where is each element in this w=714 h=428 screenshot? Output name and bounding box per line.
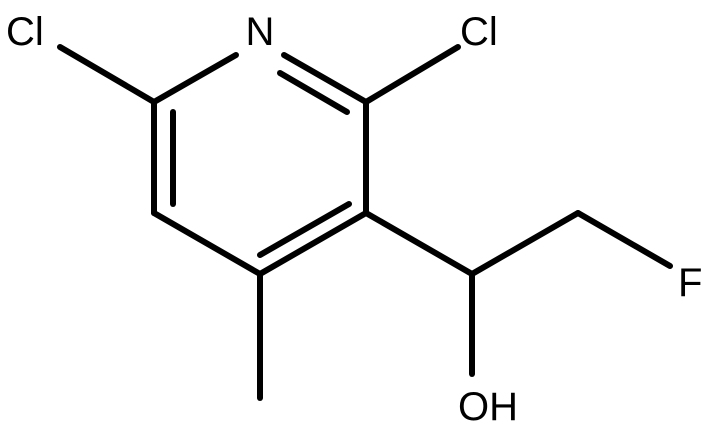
atom-labels: N Cl Cl F OH (6, 10, 702, 428)
bond-n1-c2-inner (277, 70, 350, 115)
bond-c3-c4 (257, 210, 369, 277)
bond-ch2-f (575, 210, 673, 269)
bond-c2-cl (363, 44, 461, 105)
bond-c3-c4-inner (257, 201, 352, 258)
bond-n1-c2 (281, 52, 369, 105)
atom-label-hydroxyl: OH (458, 385, 518, 428)
atom-label-chlorine-left: Cl (6, 10, 44, 54)
atom-label-nitrogen: N (246, 10, 275, 54)
bond-c6-cl (57, 44, 157, 105)
bond-c4-c5 (151, 210, 263, 277)
bond-choh-ch2 (469, 210, 581, 277)
pyridine-ring (151, 52, 369, 277)
atom-label-fluorine: F (678, 261, 702, 305)
substituents (57, 44, 673, 401)
atom-label-chlorine-right: Cl (460, 10, 498, 54)
bond-c6-n1 (151, 52, 239, 105)
bond-c3-choh (363, 210, 475, 277)
